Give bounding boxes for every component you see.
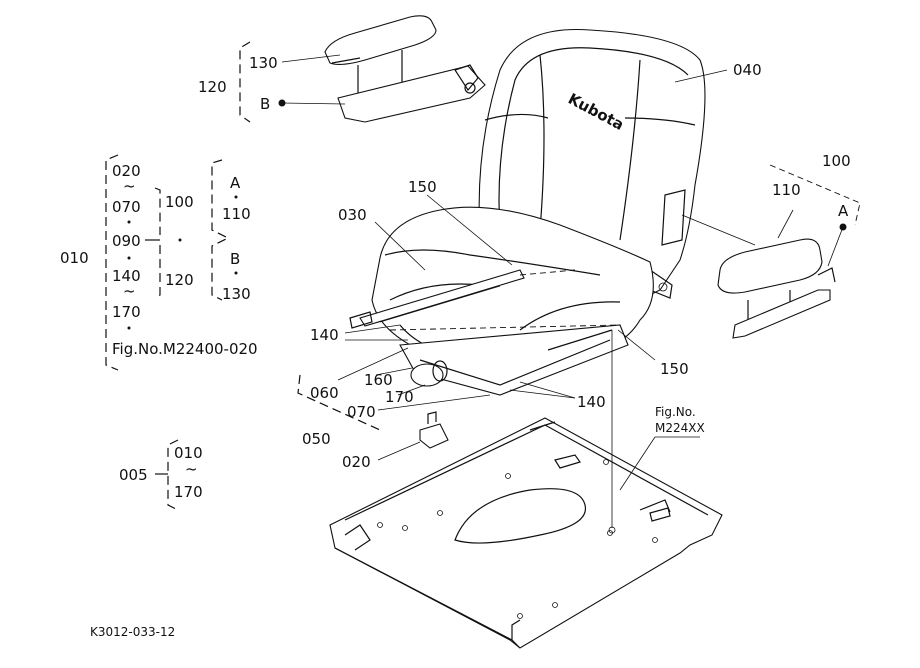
dot-3 — [127, 326, 131, 330]
seat-slide-rail — [349, 269, 629, 396]
label-120: 120 — [198, 78, 227, 96]
bolt-hole — [608, 526, 616, 534]
label-a-mid: A — [230, 174, 241, 192]
seat-base-plate — [329, 417, 723, 649]
label-150-top: 150 — [408, 178, 437, 196]
fig-no-label: Fig.No. — [655, 405, 696, 419]
tilde-2: ~ — [123, 282, 136, 300]
label-010-bottom: 010 — [174, 444, 203, 462]
label-170-bottom: 170 — [174, 483, 203, 501]
label-070: 070 — [347, 403, 376, 421]
right-armrest — [717, 238, 836, 339]
label-170a: 170 — [112, 303, 141, 321]
label-130: 130 — [249, 54, 278, 72]
label-140-left: 140 — [310, 326, 339, 344]
label-160: 160 — [364, 371, 393, 389]
label-110-mid: 110 — [222, 205, 251, 223]
label-120-mid: 120 — [165, 271, 194, 289]
adjust-knob — [410, 360, 448, 387]
label-050: 050 — [302, 430, 331, 448]
label-140a: 140 — [112, 267, 141, 285]
label-090: 090 — [112, 232, 141, 250]
label-030: 030 — [338, 206, 367, 224]
label-100-mid: 100 — [165, 193, 194, 211]
label-140-right: 140 — [577, 393, 606, 411]
seat-switch-part — [419, 411, 449, 449]
label-100-right: 100 — [822, 152, 851, 170]
label-b-mid: B — [230, 250, 240, 268]
dot-1 — [127, 220, 131, 224]
label-a-right: A — [838, 202, 849, 220]
tilde-1: ~ — [123, 177, 136, 195]
label-020: 020 — [112, 162, 141, 180]
label-040: 040 — [733, 61, 762, 79]
dot-a — [234, 195, 238, 199]
label-020-bottom: 020 — [342, 453, 371, 471]
label-130-mid: 130 — [222, 285, 251, 303]
label-005: 005 — [119, 466, 148, 484]
dot-b — [234, 271, 238, 275]
tilde-3: ~ — [185, 460, 198, 478]
label-170: 170 — [385, 388, 414, 406]
label-110-right: 110 — [772, 181, 801, 199]
dot-mid — [178, 238, 182, 242]
label-b-left: B — [260, 95, 270, 113]
label-070a: 070 — [112, 198, 141, 216]
leader-lines — [278, 54, 847, 491]
label-010: 010 — [60, 249, 89, 267]
label-150-right: 150 — [660, 360, 689, 378]
fig-reference: Fig.No.M22400-020 — [112, 340, 258, 358]
drawing-code: K3012-033-12 — [90, 625, 175, 639]
label-060: 060 — [310, 384, 339, 402]
dot-2 — [127, 256, 131, 260]
left-armrest — [324, 15, 486, 123]
fig-no-value: M224XX — [655, 421, 705, 435]
group-brackets — [105, 41, 861, 511]
